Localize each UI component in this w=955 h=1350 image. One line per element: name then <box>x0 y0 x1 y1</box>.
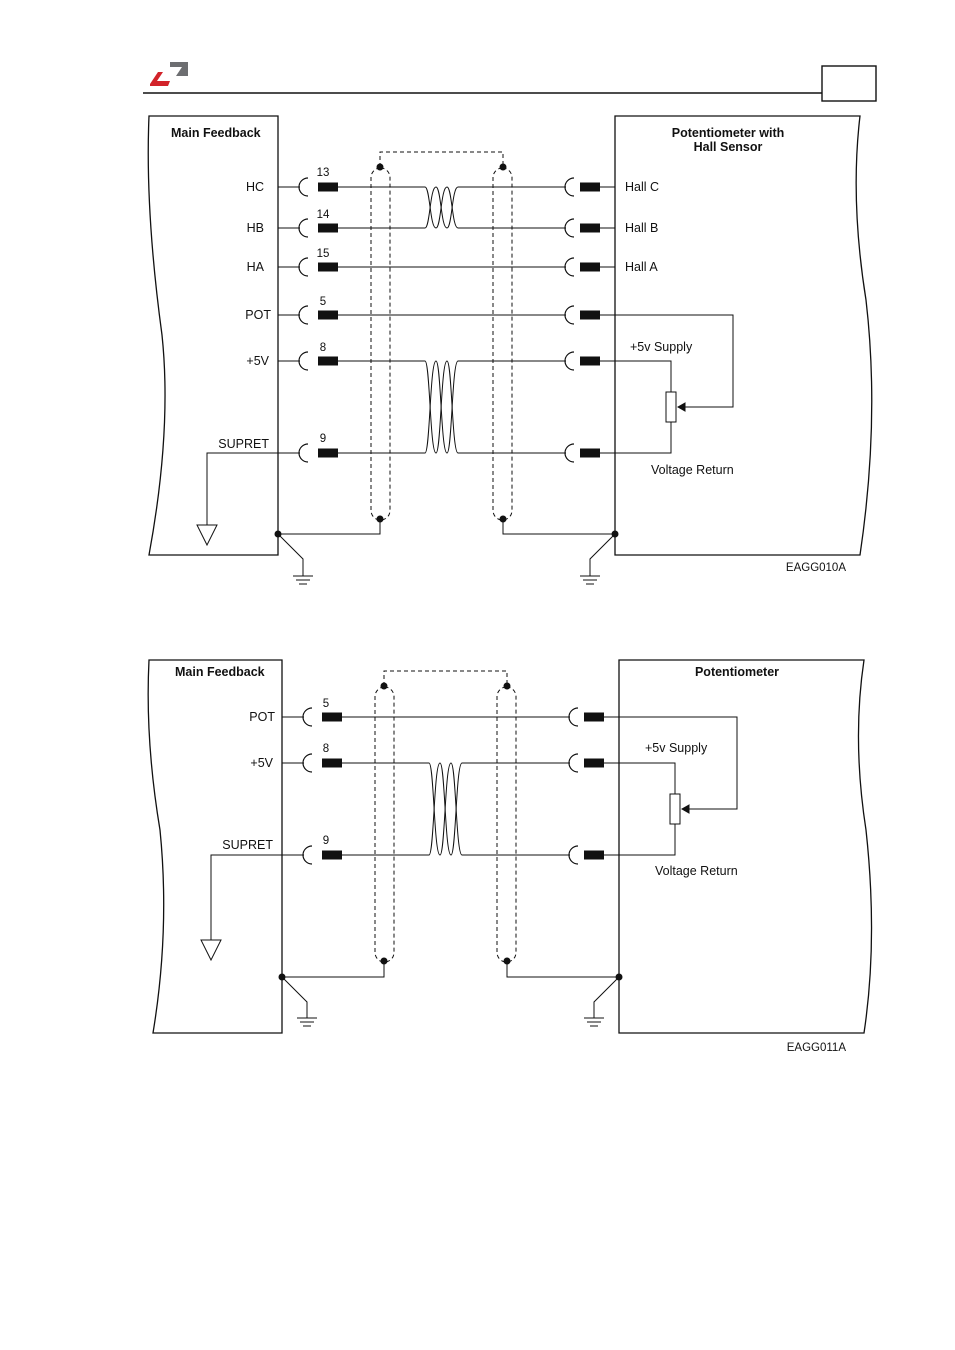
pin-number: 14 <box>317 209 330 221</box>
return-label: Voltage Return <box>655 864 738 878</box>
main-feedback-title: Main Feedback <box>175 665 265 679</box>
device-signal-label: Hall A <box>625 260 658 274</box>
signal-label: POT <box>249 710 275 724</box>
cable-shield-left <box>375 687 394 962</box>
potentiometer-symbol <box>619 717 737 855</box>
device-box <box>619 660 872 1033</box>
pin-number: 5 <box>320 296 326 308</box>
device-signal-label: Hall C <box>625 180 659 194</box>
page-number-box <box>822 66 876 101</box>
device-title-line2: Hall Sensor <box>694 140 763 154</box>
chassis-ground-icon <box>297 1008 317 1026</box>
company-logo <box>150 62 188 86</box>
twisted-pair-hall <box>425 187 460 228</box>
device-title: Potentiometer <box>695 665 779 679</box>
pin-number: 9 <box>320 433 326 445</box>
pin-number: 9 <box>323 835 329 847</box>
figure-code: EAGG011A <box>787 1042 847 1054</box>
return-label: Voltage Return <box>651 463 734 477</box>
pin-number: 5 <box>323 698 329 710</box>
signal-label: HB <box>247 221 264 235</box>
signal-label: +5V <box>250 756 273 770</box>
wiring-diagram-2: Main Feedback Potentiometer <box>148 660 871 1054</box>
chassis-ground-icon <box>584 1008 604 1026</box>
device-signal-label: Hall B <box>625 221 658 235</box>
chassis-ground-icon <box>293 566 313 584</box>
supply-label: +5v Supply <box>630 340 693 354</box>
main-feedback-title: Main Feedback <box>171 126 261 140</box>
pin-number: 15 <box>317 248 330 260</box>
signal-label: POT <box>245 308 271 322</box>
figure-code: EAGG010A <box>786 562 846 574</box>
signal-label: HA <box>247 260 265 274</box>
cable-shield-right <box>497 687 516 962</box>
pin-number: 13 <box>317 167 330 179</box>
signal-label: +5V <box>246 354 269 368</box>
signal-ground-icon <box>197 525 217 545</box>
signal-label: SUPRET <box>222 838 273 852</box>
supply-label: +5v Supply <box>645 741 708 755</box>
pin-number: 8 <box>320 342 326 354</box>
signal-label: SUPRET <box>218 437 269 451</box>
twisted-pair-supply <box>425 361 460 453</box>
signal-label: HC <box>246 180 264 194</box>
chassis-ground-icon <box>580 566 600 584</box>
device-title-line1: Potentiometer with <box>672 126 785 140</box>
cable-shield-left <box>371 168 390 520</box>
potentiometer-symbol <box>615 315 733 453</box>
signal-ground-icon <box>201 940 221 960</box>
cable-shield-right <box>493 168 512 520</box>
wiring-diagram-1: Main Feedback Potentiometer with Hall Se… <box>148 116 872 584</box>
pin-number: 8 <box>323 743 329 755</box>
twisted-pair-supply <box>429 763 464 855</box>
